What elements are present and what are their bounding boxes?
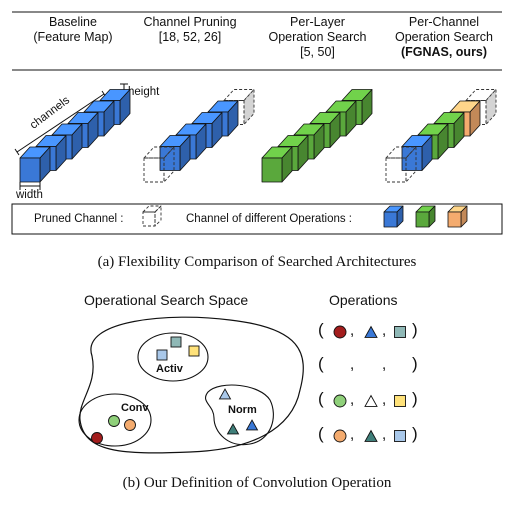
tuple-comma: , [350,356,355,373]
activ-group-outline [137,332,209,382]
conv-op-circle [124,419,136,431]
tuple-close-paren: ) [412,389,418,408]
tuple-comma: , [382,426,387,443]
tuple-close-paren: ) [412,424,418,443]
tuple-close-paren: ) [412,354,418,373]
pruning-stack-pruned-cube [223,89,255,125]
activ-op-square [188,345,200,357]
legend-blue-cube [383,205,404,228]
legend-box [11,203,503,235]
tuple-conv-circle [333,325,347,339]
legend-orange-cube [447,205,468,228]
norm-op-triangle [226,423,240,435]
baseline-stack-cube [19,146,51,183]
conv-op-circle [108,415,120,427]
height-label: height [128,86,160,98]
caption-a: (a) Flexibility Comparison of Searched A… [97,254,417,270]
column-header-per-layer: Per-Layer Operation Search [5, 50] [268,15,367,59]
activ-op-square [156,349,168,361]
operations-title: Operations [329,292,398,308]
legend-green-cube [415,205,436,228]
activ-op-square [170,336,182,348]
tuple-comma: , [382,322,387,339]
conv-op-circle [91,432,103,444]
caption-b: (b) Our Definition of Convolution Operat… [122,475,392,491]
legend-pruned-label: Pruned Channel : [34,213,124,225]
tuple-open-paren: ( [318,424,324,443]
per-channel-stack-pruned-cube [385,146,417,183]
tuple-open-paren: ( [318,354,324,373]
group-label-conv: Conv [121,402,149,414]
conv-group-outline [78,393,152,447]
tuple-comma: , [350,426,355,443]
column-header-channel-pruning: Channel Pruning [18, 52, 26] [143,15,237,44]
group-label-activ: Activ [156,363,183,375]
column-header-per-channel: Per-Channel Operation Search (FGNAS, our… [395,15,493,59]
tuple-comma: , [382,356,387,373]
tuple-open-paren: ( [318,320,324,339]
tuple-norm-triangle [364,325,378,338]
width-label: width [16,189,43,201]
legend-pruned-cube [142,205,162,227]
legend-ops-label: Channel of different Operations : [186,213,353,225]
tuple-close-paren: ) [412,320,418,339]
group-label-norm: Norm [228,404,257,416]
tuple-activ-square [394,395,406,407]
tuple-conv-circle [333,394,347,408]
per-channel-stack-cube [401,135,433,171]
tuple-comma: , [350,322,355,339]
search-space-outline [79,316,304,454]
tuple-activ-square [394,430,406,442]
norm-op-triangle [218,388,232,400]
search-space-title: Operational Search Space [84,292,249,308]
tuple-activ-square [394,326,406,338]
column-header-baseline: Baseline (Feature Map) [33,15,113,44]
tuple-comma: , [350,391,355,408]
tuple-open-paren: ( [318,389,324,408]
tuple-comma: , [382,391,387,408]
pruning-stack-pruned-cube [143,146,175,183]
channels-bracket [16,93,105,153]
per-layer-stack-cube [261,146,293,183]
norm-group-outline [205,384,274,446]
norm-op-triangle [245,419,259,431]
tuple-norm-triangle [364,394,378,407]
pruning-stack-cube [159,135,191,171]
tuple-conv-circle [333,429,347,443]
tuple-norm-triangle [364,429,378,442]
